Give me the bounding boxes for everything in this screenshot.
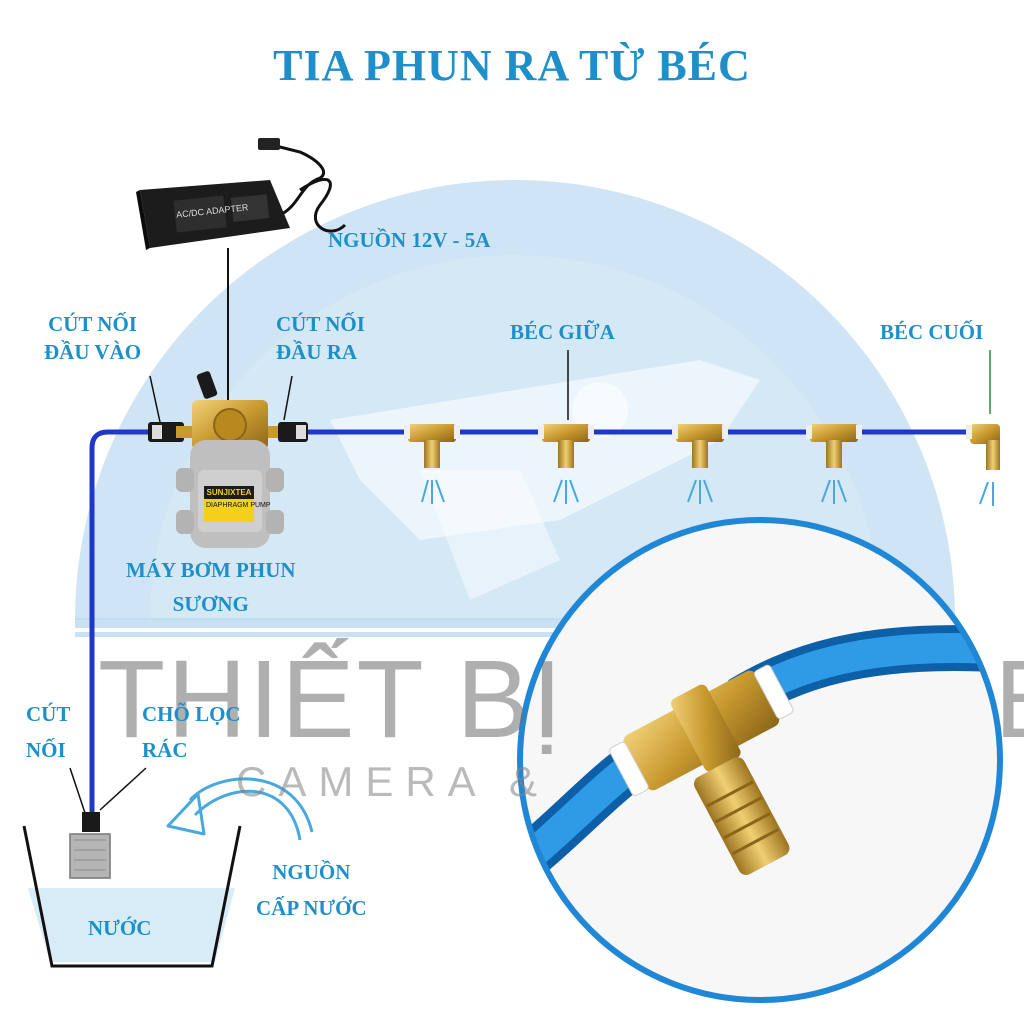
nozzle-2-middle <box>538 424 594 504</box>
ac-cable <box>271 143 326 217</box>
water-container <box>22 812 242 968</box>
power-supply-label: NGUỒN 12V - 5A <box>328 228 491 252</box>
water-source-label-line1: NGUỒN <box>272 860 351 884</box>
end-nozzle-label: BÉC CUỐI <box>880 320 984 344</box>
inlet-connector-label-line1: CÚT NỐI <box>48 312 137 336</box>
inlet-connector <box>148 422 192 442</box>
water-source-label: NGUỒN CẤP NƯỚC <box>256 858 367 922</box>
pump-label-line2: SƯƠNG <box>172 592 249 616</box>
filter-label: CHÕ LỌC RÁC <box>142 700 241 764</box>
nozzle-end <box>966 424 1000 506</box>
page-title: TIA PHUN RA TỪ BÉC <box>273 41 751 90</box>
watermark-text: THIẾT BỊE <box>98 638 1024 761</box>
water-source-label-line2: CẤP NƯỚC <box>256 896 367 920</box>
connector-label-line1: CÚT <box>26 702 71 726</box>
middle-nozzle-label: BÉC GIỮA <box>510 320 615 344</box>
pump <box>176 371 284 548</box>
pump-sub-label: DIAPHRAGM PUMP <box>206 502 271 509</box>
dc-plug <box>258 138 280 150</box>
outlet-connector-label-line1: CÚT NỐI <box>276 312 365 336</box>
nozzle-4 <box>806 424 862 504</box>
filter-label-line2: RÁC <box>142 738 188 762</box>
outlet-connector-label: CÚT NỐI ĐẦU RA <box>276 310 365 366</box>
outlet-connector <box>268 422 308 442</box>
inlet-connector-label-line2: ĐẦU VÀO <box>44 340 142 364</box>
connector-label-line2: NỐI <box>26 738 66 762</box>
pointer-lines <box>69 350 991 817</box>
nozzle-3 <box>672 424 728 504</box>
inlet-connector-label: CÚT NỐI ĐẦU VÀO <box>44 310 141 366</box>
pump-label-line1: MÁY BƠM PHUN <box>126 558 296 582</box>
power-adapter <box>136 180 290 250</box>
filter-label-line1: CHÕ LỌC <box>142 702 241 726</box>
water-source-arrow <box>166 777 314 841</box>
nozzle-1 <box>404 424 460 504</box>
connector-label: CÚT NỐI <box>26 700 70 764</box>
outlet-connector-label-line2: ĐẦU RA <box>276 340 358 364</box>
watermark-subtext: CAMERA & <box>236 758 550 805</box>
pump-brand-label: SUNJIXTEA <box>206 488 252 497</box>
water-label: NƯỚC <box>88 916 152 940</box>
pump-label: MÁY BƠM PHUN SƯƠNG <box>126 556 296 618</box>
